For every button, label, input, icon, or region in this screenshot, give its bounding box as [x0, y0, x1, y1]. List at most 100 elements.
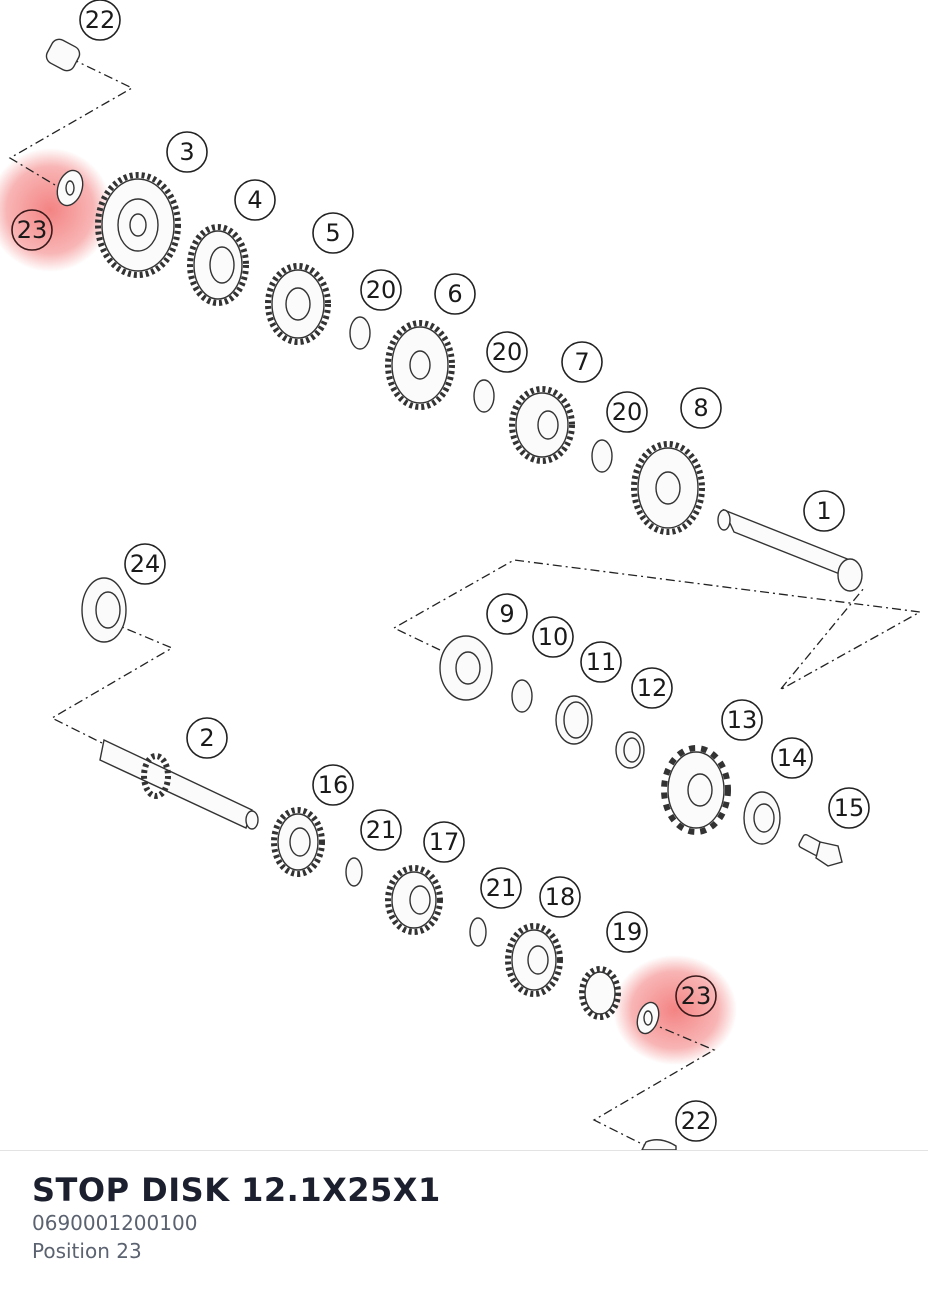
highlight-top	[0, 148, 112, 272]
part-seal-11	[555, 695, 593, 745]
callout-16[interactable]: 16	[312, 764, 354, 806]
callout-label: 14	[777, 744, 808, 772]
callout-circle	[532, 616, 574, 658]
part-gear-6	[385, 320, 455, 410]
callout-12[interactable]: 12	[631, 667, 673, 709]
part-main-shaft-1	[717, 508, 863, 592]
callout-circle	[423, 821, 465, 863]
callout-label: 21	[486, 874, 517, 902]
callout-18[interactable]: 18	[539, 876, 581, 918]
part-circlip-20-c	[591, 439, 613, 473]
callout-1[interactable]: 1	[803, 490, 845, 532]
callout-label: 18	[545, 883, 576, 911]
callout-label: 19	[612, 918, 643, 946]
callout-14[interactable]: 14	[771, 737, 813, 779]
callout-circle	[606, 911, 648, 953]
callout-label: 24	[130, 550, 161, 578]
part-gear-16	[271, 807, 325, 877]
callout-circle	[360, 809, 402, 851]
callout-20[interactable]: 20	[360, 269, 402, 311]
callout-label: 8	[693, 394, 708, 422]
callout-4[interactable]: 4	[234, 179, 276, 221]
callout-7[interactable]: 7	[561, 341, 603, 383]
callout-label: 2	[199, 724, 214, 752]
part-circlip-21-a	[345, 857, 363, 887]
callout-circle	[803, 490, 845, 532]
callout-label: 22	[681, 1107, 712, 1135]
callout-circle	[480, 867, 522, 909]
part-washer-14	[743, 791, 781, 845]
part-number: 0690001200100	[32, 1211, 198, 1235]
callout-8[interactable]: 8	[680, 387, 722, 429]
part-circlip-21-b	[469, 917, 487, 947]
callout-label: 20	[492, 338, 523, 366]
part-bushing-12	[615, 731, 645, 769]
callout-23[interactable]: 23	[675, 975, 717, 1017]
part-position: Position 23	[32, 1239, 142, 1263]
callout-22[interactable]: 22	[79, 0, 121, 41]
callout-22[interactable]: 22	[675, 1100, 717, 1142]
callout-3[interactable]: 3	[166, 131, 208, 173]
callout-label: 20	[366, 276, 397, 304]
callout-circle	[675, 1100, 717, 1142]
callout-label: 13	[727, 706, 758, 734]
callout-label: 1	[816, 497, 831, 525]
part-gear-7	[509, 386, 575, 464]
part-bearing-9	[439, 635, 493, 701]
part-gear-4	[187, 224, 249, 306]
callout-label: 23	[681, 982, 712, 1010]
callout-21[interactable]: 21	[480, 867, 522, 909]
callout-6[interactable]: 6	[434, 273, 476, 315]
part-gear-5	[265, 263, 331, 345]
callout-11[interactable]: 11	[580, 641, 622, 683]
part-gear-3	[95, 172, 181, 278]
callout-label: 4	[247, 186, 262, 214]
callout-2[interactable]: 2	[186, 717, 228, 759]
callout-circle	[11, 209, 53, 251]
callout-15[interactable]: 15	[828, 787, 870, 829]
callout-circle	[606, 391, 648, 433]
callout-10[interactable]: 10	[532, 616, 574, 658]
part-bushing-22-bottom	[641, 1139, 677, 1150]
callout-label: 15	[834, 794, 865, 822]
leader-lines	[8, 57, 923, 1149]
callout-circle	[680, 387, 722, 429]
callout-label: 16	[318, 771, 349, 799]
part-gear-19	[579, 966, 621, 1020]
part-bushing-22-top	[45, 38, 81, 72]
callout-label: 10	[538, 623, 569, 651]
callout-20[interactable]: 20	[606, 391, 648, 433]
callout-13[interactable]: 13	[721, 699, 763, 741]
callout-circle	[234, 179, 276, 221]
callout-circle	[771, 737, 813, 779]
callout-19[interactable]: 19	[606, 911, 648, 953]
part-circlip-20-b	[473, 379, 495, 413]
callout-circle	[721, 699, 763, 741]
callout-21[interactable]: 21	[360, 809, 402, 851]
callout-label: 6	[447, 280, 462, 308]
part-stop-disk-23-bottom	[636, 1001, 660, 1035]
callout-17[interactable]: 17	[423, 821, 465, 863]
callout-circle	[486, 593, 528, 635]
callout-24[interactable]: 24	[124, 543, 166, 585]
callout-9[interactable]: 9	[486, 593, 528, 635]
callout-circle	[539, 876, 581, 918]
callout-circle	[486, 331, 528, 373]
callout-5[interactable]: 5	[312, 212, 354, 254]
callout-circle	[124, 543, 166, 585]
callout-label: 20	[612, 398, 643, 426]
callout-label: 23	[17, 216, 48, 244]
part-stop-disk-23-top	[56, 169, 84, 207]
highlight-bottom	[613, 955, 737, 1065]
callout-label: 12	[637, 674, 668, 702]
part-sprocket-13	[661, 745, 731, 835]
callout-23[interactable]: 23	[11, 209, 53, 251]
callout-20[interactable]: 20	[486, 331, 528, 373]
callout-circle	[312, 212, 354, 254]
part-countershaft-2	[99, 738, 259, 830]
callout-circle	[580, 641, 622, 683]
callout-circle	[561, 341, 603, 383]
part-title: STOP DISK 12.1X25X1	[32, 1171, 441, 1209]
part-gear-18	[505, 923, 563, 997]
callout-label: 5	[325, 219, 340, 247]
